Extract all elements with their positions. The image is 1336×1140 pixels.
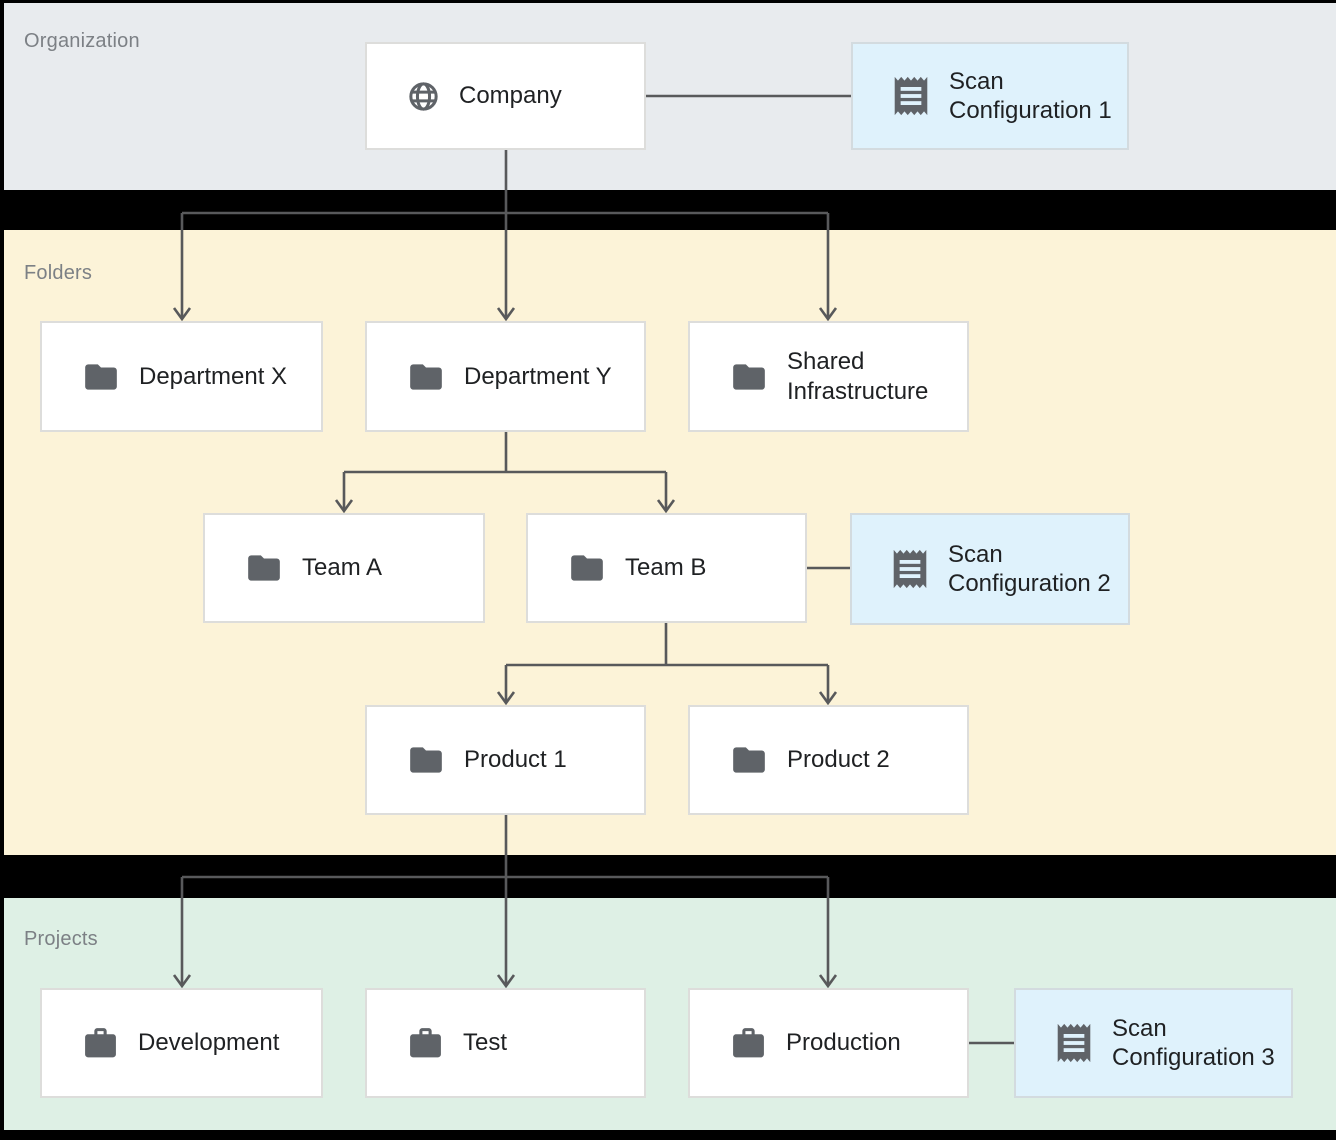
organization-section-label: Organization <box>24 30 140 52</box>
node-scan-configuration-2: Scan Configuration 2 <box>850 513 1130 625</box>
arrowhead-product-1 <box>496 691 516 706</box>
node-department-y-label: Department Y <box>464 362 612 390</box>
node-scan-configuration-3-label: Scan Configuration 3 <box>1112 1014 1275 1071</box>
node-team-b-label: Team B <box>625 554 707 582</box>
node-team-b: Team B <box>526 513 807 623</box>
node-department-y: Department Y <box>365 321 646 432</box>
briefcase-icon <box>730 1025 767 1062</box>
arrowhead-production <box>818 974 838 989</box>
folder-icon <box>730 358 768 396</box>
node-product-1-label: Product 1 <box>464 746 567 774</box>
node-shared-infrastructure: Shared Infrastructure <box>688 321 969 432</box>
arrowhead-department-x <box>172 307 192 322</box>
node-product-1: Product 1 <box>365 705 646 815</box>
arrowhead-product-2 <box>818 691 838 706</box>
node-development: Development <box>40 988 323 1098</box>
receipt-icon <box>887 546 933 592</box>
node-scan-configuration-2-label: Scan Configuration 2 <box>948 540 1111 597</box>
node-department-x-label: Department X <box>139 362 288 390</box>
folder-icon <box>245 549 283 587</box>
edge-team-b-to-products <box>504 623 830 703</box>
projects-section-label: Projects <box>24 928 98 950</box>
node-scan-configuration-1-label: Scan Configuration 1 <box>949 67 1112 124</box>
edge-company-to-folders <box>180 150 830 319</box>
node-production: Production <box>688 988 969 1098</box>
briefcase-icon <box>407 1025 444 1062</box>
node-shared-infrastructure-label: Shared Infrastructure <box>787 348 929 405</box>
node-product-2-label: Product 2 <box>787 746 890 774</box>
node-production-label: Production <box>786 1029 901 1057</box>
receipt-icon <box>888 73 934 119</box>
node-product-2: Product 2 <box>688 705 969 815</box>
folder-icon <box>407 741 445 779</box>
folder-icon <box>407 358 445 396</box>
node-company: Company <box>365 42 646 150</box>
node-test-label: Test <box>463 1029 508 1057</box>
folder-icon <box>568 549 606 587</box>
edge-department-y-to-teams <box>342 431 668 511</box>
arrowhead-team-b <box>656 499 676 514</box>
node-scan-configuration-3: Scan Configuration 3 <box>1014 988 1293 1098</box>
node-scan-configuration-1: Scan Configuration 1 <box>851 42 1129 150</box>
edge-product-1-to-projects <box>180 815 830 986</box>
node-department-x: Department X <box>40 321 323 432</box>
node-company-label: Company <box>459 82 562 110</box>
folders-section-label: Folders <box>24 262 93 284</box>
node-development-label: Development <box>138 1029 280 1057</box>
arrowhead-development <box>172 974 192 989</box>
folder-icon <box>82 358 120 396</box>
node-team-a-label: Team A <box>302 554 383 582</box>
globe-icon <box>407 80 440 113</box>
node-team-a: Team A <box>203 513 485 623</box>
arrowhead-test <box>496 974 516 989</box>
arrowhead-shared-infrastructure <box>818 307 838 322</box>
folder-icon <box>730 741 768 779</box>
node-test: Test <box>365 988 646 1098</box>
briefcase-icon <box>82 1025 119 1062</box>
arrowhead-team-a <box>334 499 354 514</box>
receipt-icon <box>1051 1020 1097 1066</box>
arrowhead-department-y <box>496 307 516 322</box>
